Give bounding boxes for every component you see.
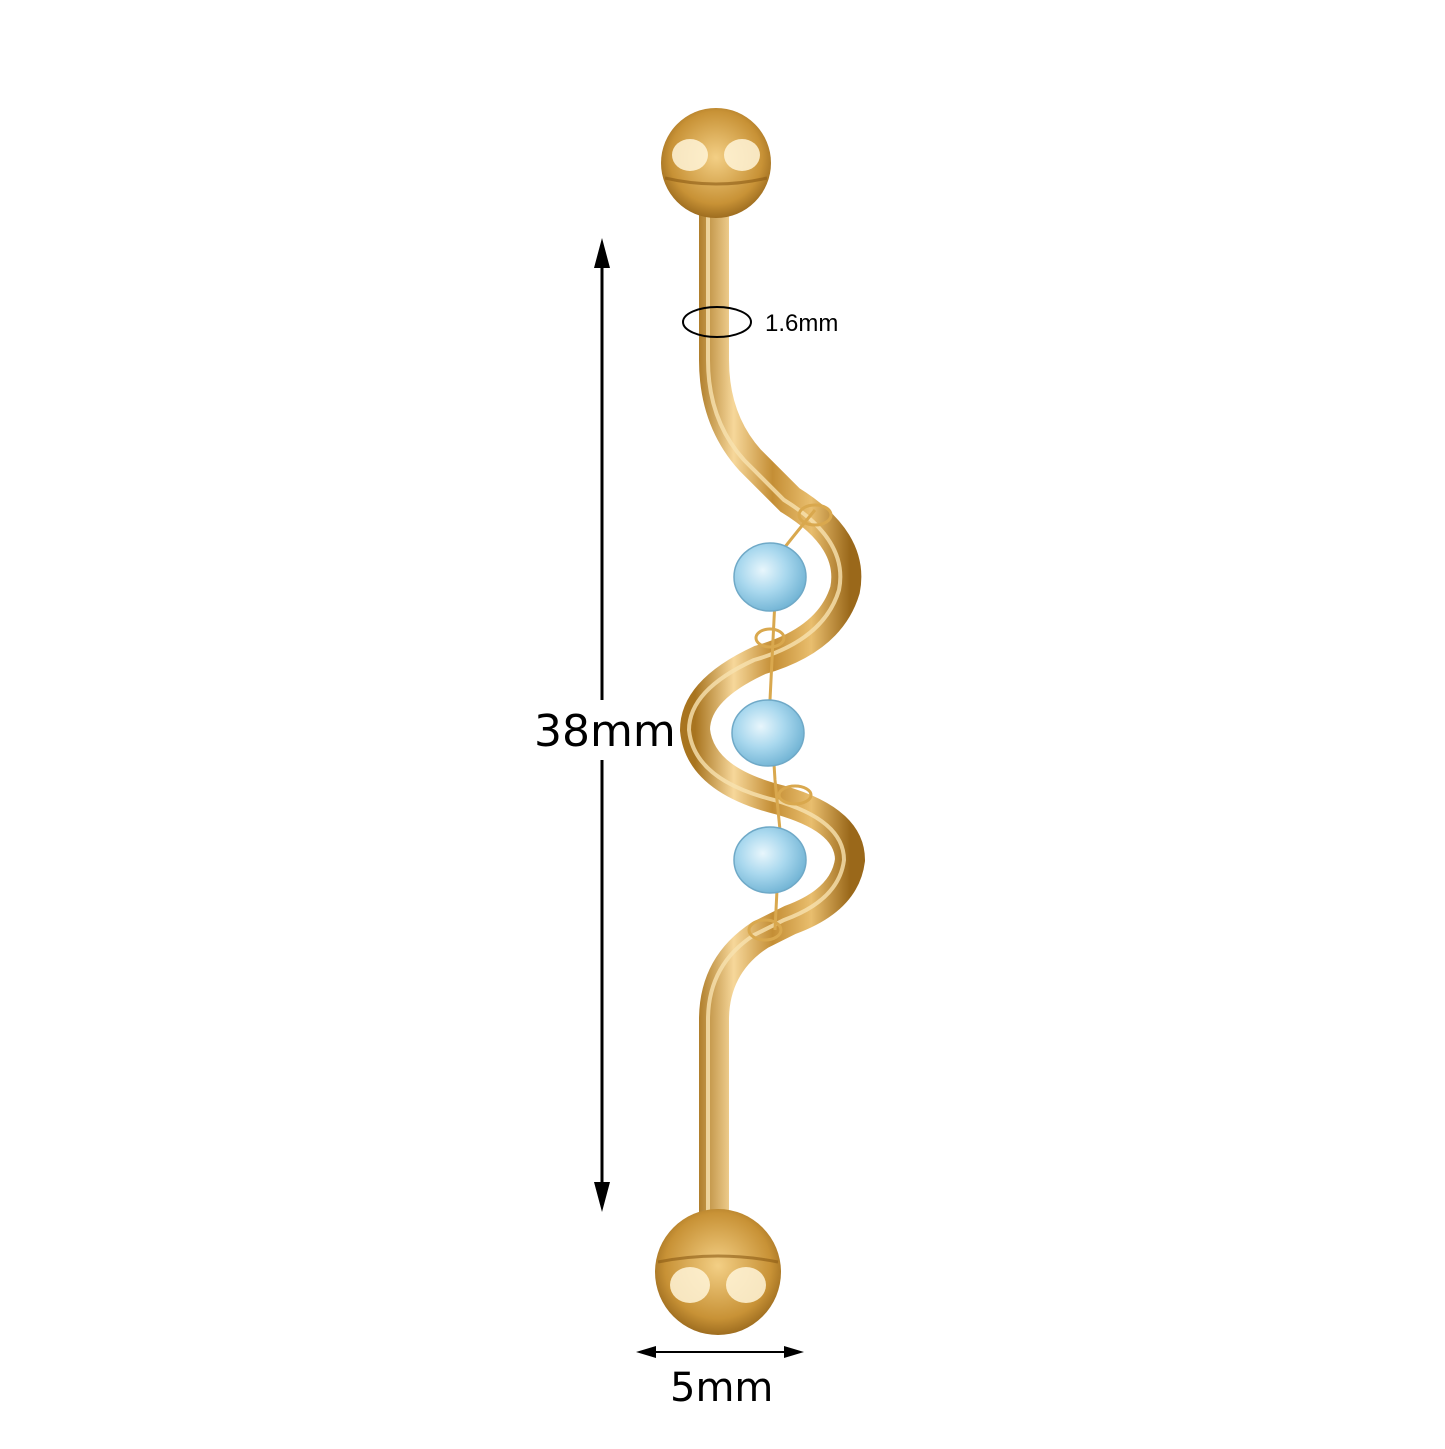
length-label: 38mm	[532, 706, 678, 757]
bottom-ball	[655, 1209, 781, 1335]
glass-bead	[733, 826, 807, 894]
bead-list	[731, 542, 807, 894]
glass-bead	[731, 699, 805, 767]
gauge-label: 1.6mm	[765, 310, 839, 337]
gauge-indicator	[682, 306, 752, 338]
ball-diameter-arrow	[636, 1346, 804, 1358]
ball-diameter-label: 5mm	[670, 1365, 774, 1411]
length-dimension-arrow	[594, 238, 610, 1212]
glass-bead	[733, 542, 807, 612]
top-ball	[661, 108, 771, 218]
